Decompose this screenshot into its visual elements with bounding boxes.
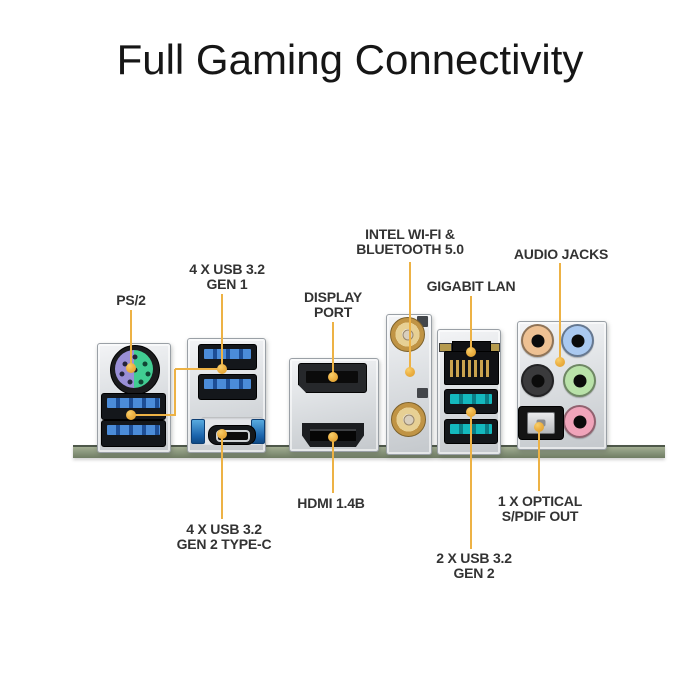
callout-text: 2 X USB 3.2	[436, 550, 512, 566]
usb-tongue-blue	[107, 398, 160, 408]
callout-text: GIGABIT LAN	[426, 278, 516, 294]
callout-label-usb-gen2: 2 X USB 3.2 GEN 2	[436, 551, 512, 581]
leader-dot-hdmi	[328, 432, 338, 442]
callout-text: GEN 2 TYPE-C	[176, 536, 272, 552]
callout-label-displayport: DISPLAY PORT	[304, 290, 362, 320]
audio-jack-green	[563, 364, 596, 397]
callout-label-optical: 1 X OPTICAL S/PDIF OUT	[498, 494, 582, 524]
audio-jack-blue	[561, 324, 594, 357]
callout-text: PORT	[313, 304, 353, 320]
callout-text: 1 X OPTICAL	[497, 493, 583, 509]
leader-line-hdmi	[332, 436, 334, 493]
usb-a-gen1-port	[198, 374, 257, 400]
callout-text: PS/2	[116, 292, 146, 308]
leader-line-usb-gen1-branch	[175, 368, 223, 370]
leader-dot-usb-gen1-branch	[126, 410, 136, 420]
leader-line-lan	[470, 296, 472, 353]
callout-label-ps2: PS/2	[116, 293, 146, 308]
callout-text: 4 X USB 3.2	[186, 521, 262, 537]
usb-c-port	[208, 425, 256, 445]
audio-jack-pink	[563, 405, 596, 438]
bracket-notch	[417, 316, 428, 327]
leader-line-optical	[538, 426, 540, 491]
usb-tongue-blue	[204, 349, 251, 359]
usb-tongue-blue	[204, 379, 251, 389]
callout-label-hdmi: HDMI 1.4B	[297, 495, 365, 511]
leader-dot-usb-gen2	[466, 407, 476, 417]
callout-text: AUDIO JACKS	[513, 246, 609, 262]
usb-tongue-teal	[450, 394, 492, 404]
usb-tongue-blue	[107, 425, 160, 435]
leader-dot-lan	[466, 347, 476, 357]
leader-line-audio	[559, 263, 561, 363]
leader-dot-audio	[555, 357, 565, 367]
audio-jack-orange	[521, 324, 554, 357]
leader-line-usb-gen1-branch	[174, 369, 176, 416]
hdmi-port	[302, 423, 364, 447]
leader-line-usb-typec	[221, 434, 223, 519]
leader-line-displayport	[332, 322, 334, 378]
leader-dot-ps2	[126, 363, 136, 373]
leader-dot-usb-typec	[217, 429, 227, 439]
leader-line-usb-gen2	[470, 411, 472, 549]
usb-a-gen1-port	[198, 344, 257, 370]
rj45-contact-pins	[450, 360, 491, 377]
callout-label-usb-typec: 4 X USB 3.2 GEN 2 TYPE-C	[177, 522, 272, 552]
callout-text: INTEL WI-FI &	[365, 226, 455, 242]
audio-jack-black	[521, 364, 554, 397]
callout-text: GEN 1	[206, 276, 248, 292]
callout-label-wifi: INTEL WI-FI & BLUETOOTH 5.0	[356, 227, 464, 257]
leader-line-usb-gen1	[221, 294, 223, 370]
leader-dot-optical	[534, 422, 544, 432]
callout-text: GEN 2	[453, 565, 495, 581]
callout-text: 4 X USB 3.2	[189, 261, 265, 277]
sma-antenna-connector	[390, 317, 425, 352]
callout-text: HDMI 1.4B	[297, 495, 365, 511]
callout-label-usb-gen1: 4 X USB 3.2 GEN 1	[189, 262, 265, 292]
leader-dot-usb-gen1	[217, 364, 227, 374]
leader-line-ps2	[130, 310, 132, 368]
callout-label-lan: GIGABIT LAN	[427, 279, 516, 294]
usb-c-clip	[191, 419, 205, 444]
sma-antenna-connector	[391, 402, 426, 437]
callout-text: BLUETOOTH 5.0	[356, 241, 464, 257]
callout-text: S/PDIF OUT	[501, 508, 579, 524]
usb-a-gen1-port	[101, 420, 166, 447]
callout-text: DISPLAY	[304, 289, 362, 305]
callout-label-audio: AUDIO JACKS	[514, 247, 608, 262]
leader-dot-displayport	[328, 372, 338, 382]
page-title: Full Gaming Connectivity	[116, 36, 584, 83]
leader-line-wifi	[409, 262, 411, 373]
leader-dot-wifi	[405, 367, 415, 377]
bracket-notch	[417, 388, 428, 398]
leader-line-usb-gen1-branch	[131, 414, 175, 416]
